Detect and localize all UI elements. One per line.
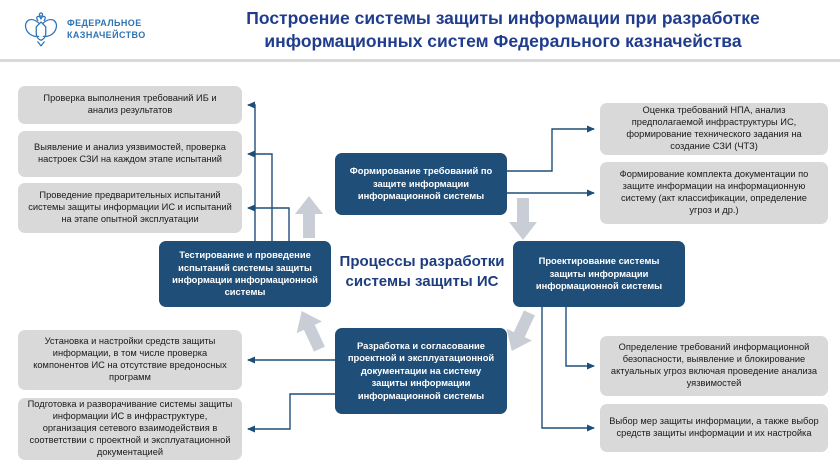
logo-line-1: ФЕДЕРАЛЬНОЕ <box>67 18 142 29</box>
header: ФЕДЕРАЛЬНОЕ КАЗНАЧЕЙСТВО Построение сист… <box>0 0 840 62</box>
activity-box: Установка и настройки средств защиты инф… <box>18 330 242 390</box>
treasury-emblem-icon <box>24 11 58 46</box>
activity-box: Проверка выполнения требований ИБ и анал… <box>18 86 242 124</box>
treasury-logo: ФЕДЕРАЛЬНОЕ КАЗНАЧЕЙСТВО <box>0 10 180 50</box>
diagram-center-title: Процессы разработки системы защиты ИС <box>334 252 510 291</box>
page-title: Построение системы защиты информации при… <box>180 7 840 52</box>
page-title-line-1: Построение системы защиты информации при… <box>246 8 760 29</box>
activity-box: Оценка требований НПА, анализ предполага… <box>600 103 828 155</box>
activity-box: Выбор мер защиты информации, а также выб… <box>600 404 828 452</box>
stage-documentation: Разработка и согласование проектной и эк… <box>335 328 507 414</box>
activity-box: Выявление и анализ уязвимостей, проверка… <box>18 131 242 177</box>
activity-box: Определение требований информационной бе… <box>600 336 828 396</box>
stage-testing: Тестирование и проведение испытаний сист… <box>159 241 331 307</box>
activity-box: Проведение предварительных испытаний сис… <box>18 183 242 233</box>
page-title-line-2: информационных систем Федерального казна… <box>264 30 742 51</box>
logo-line-2: КАЗНАЧЕЙСТВО <box>67 29 146 40</box>
treasury-logo-text: ФЕДЕРАЛЬНОЕ КАЗНАЧЕЙСТВО <box>67 18 146 41</box>
stage-requirements: Формирование требований по защите информ… <box>335 153 507 215</box>
stage-design: Проектирование системы защиты информации… <box>513 241 685 307</box>
center-title-line-1: Процессы разработки <box>339 253 505 270</box>
activity-box: Подготовка и разворачивание системы защи… <box>18 398 242 460</box>
center-title-line-2: системы защиты ИС <box>345 272 499 290</box>
activity-box: Формирование комплекта документации по з… <box>600 162 828 224</box>
